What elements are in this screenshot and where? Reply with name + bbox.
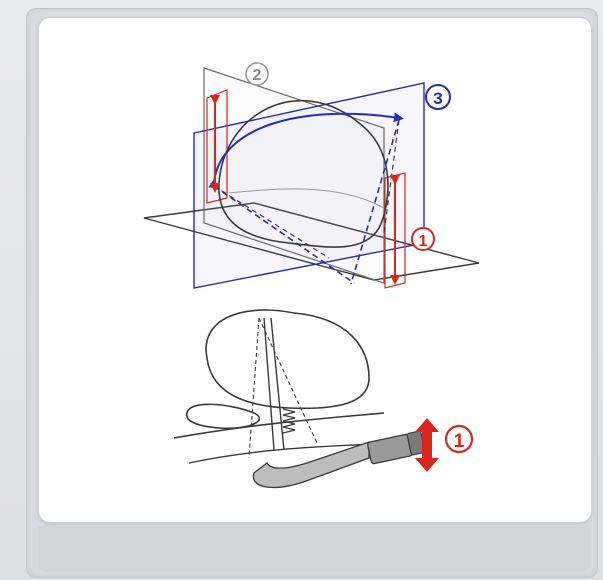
seat-inner-curve — [228, 188, 385, 209]
backrest-shape — [185, 403, 261, 430]
caption-bar — [38, 526, 590, 572]
label-two-badge — [245, 62, 269, 86]
label-one-upper-badge — [411, 227, 435, 251]
spring — [282, 408, 296, 434]
floor-line-upper — [173, 412, 385, 439]
adjuster-knob — [367, 433, 413, 465]
ground-plane — [143, 202, 480, 281]
label-two: 2 — [253, 67, 262, 84]
diagram-card: 2 3 1 — [38, 17, 592, 523]
label-one-upper: 1 — [419, 233, 428, 250]
black-dashed-a — [213, 185, 330, 259]
label-one-lower-badge — [444, 424, 474, 454]
adjustment-arrow-icon — [415, 418, 439, 472]
cushion-outline — [205, 309, 370, 410]
seat-outline — [218, 99, 389, 248]
label-three-badge — [425, 84, 451, 110]
blue-dashed-b — [350, 119, 400, 285]
seat-side-view: 1 — [173, 309, 474, 489]
label-one-lower: 1 — [454, 431, 465, 452]
seat-plane-diagram: 2 3 1 — [143, 62, 480, 489]
label-three: 3 — [433, 89, 442, 108]
upper-diagram: 2 3 1 — [143, 62, 480, 289]
adjuster-arm — [252, 441, 370, 489]
blue-dashed-a — [213, 185, 355, 284]
red-plane-left — [206, 89, 228, 204]
